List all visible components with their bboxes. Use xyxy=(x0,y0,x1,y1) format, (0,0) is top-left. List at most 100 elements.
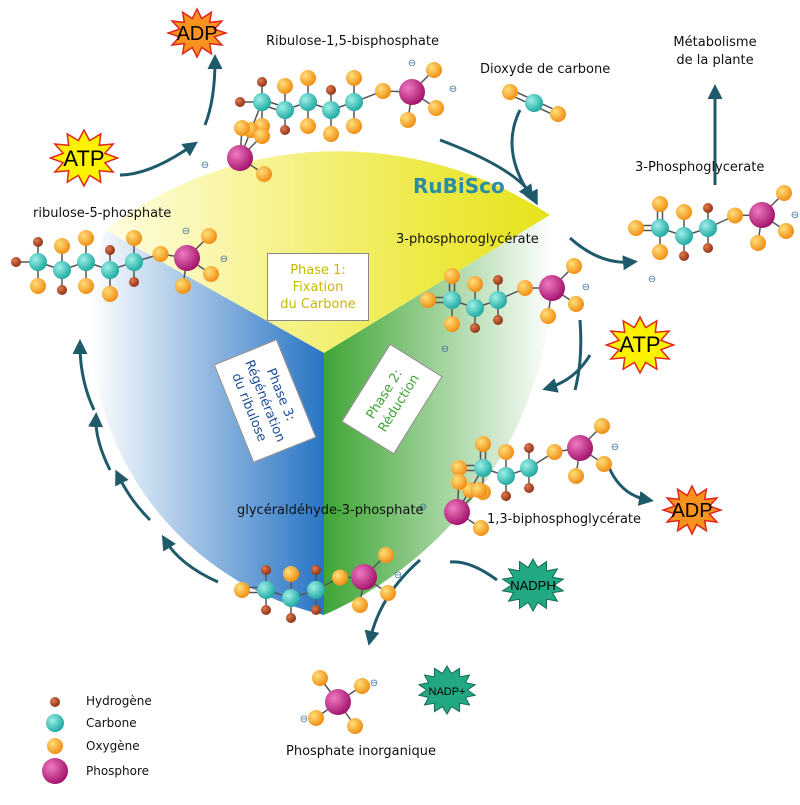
hydrogen-atom xyxy=(261,605,271,615)
oxygen-atom xyxy=(354,678,370,694)
oxygen-atom xyxy=(346,70,362,86)
negative-charge-icon: ⊖ xyxy=(300,714,308,725)
oxygen-atom xyxy=(254,128,270,144)
oxygen-atom xyxy=(300,118,316,134)
carbon-atom xyxy=(307,581,325,599)
negative-charge-icon: ⊖ xyxy=(201,160,209,171)
hydrogen-atom xyxy=(703,203,713,213)
carbon-atom xyxy=(525,94,543,112)
oxygen-atom xyxy=(78,230,94,246)
legend-oxygen-icon xyxy=(47,738,63,754)
phase1-sector xyxy=(105,151,550,353)
negative-charge-icon: ⊖ xyxy=(582,282,590,293)
oxygen-atom xyxy=(323,126,339,142)
carbon-atom xyxy=(497,467,515,485)
cycle-disk xyxy=(90,151,554,615)
carbon-atom xyxy=(443,291,461,309)
legend-hydrogen-label: Hydrogène xyxy=(86,694,152,708)
hydrogen-atom xyxy=(33,237,43,247)
phosphorus-atom xyxy=(567,435,593,461)
oxygen-atom xyxy=(566,258,582,274)
label-metabolism-line1: Métabolisme xyxy=(673,35,757,50)
phase1-box: Phase 1: Fixation du Carbone xyxy=(267,253,369,321)
oxygen-atom xyxy=(467,276,483,292)
burst-atp-right-icon xyxy=(604,315,676,375)
phosphorus-atom xyxy=(325,689,351,715)
legend-phosphorus-icon xyxy=(42,758,68,784)
oxygen-atom xyxy=(175,278,191,294)
phosphorus-atom xyxy=(749,202,775,228)
oxygen-atom xyxy=(502,84,518,100)
hydrogen-atom xyxy=(11,257,21,267)
molecule-3pg: ⊖⊖ xyxy=(420,258,590,355)
legend-atoms xyxy=(42,697,68,784)
oxygen-atom xyxy=(426,62,442,78)
carbon-atom xyxy=(257,581,275,599)
phosphorus-atom xyxy=(399,79,425,105)
negative-charge-icon: ⊖ xyxy=(648,274,656,285)
arrow-to-3pg-out xyxy=(568,236,638,271)
carbon-atom xyxy=(699,219,717,237)
carbon-atom xyxy=(101,261,119,279)
carbon-atom xyxy=(282,589,300,607)
negative-charge-icon: ⊖ xyxy=(370,678,378,689)
negative-charge-icon: ⊖ xyxy=(182,226,190,237)
oxygen-atom xyxy=(54,238,70,254)
oxygen-atom xyxy=(312,670,328,686)
arrow-co2 xyxy=(510,109,534,200)
oxygen-atom xyxy=(550,106,566,122)
label-pi: Phosphate inorganique xyxy=(286,744,436,759)
oxygen-atom xyxy=(234,120,250,136)
carbon-atom xyxy=(651,219,669,237)
phase1-line2: Fixation xyxy=(292,279,344,295)
arrow-atp-left xyxy=(119,141,198,177)
molecule-bpg: ⊖⊖ xyxy=(419,418,619,536)
negative-charge-icon: ⊖ xyxy=(441,344,449,355)
carbon-atom xyxy=(466,299,484,317)
molecule-g3p: ⊖ xyxy=(234,547,402,623)
oxygen-atom xyxy=(444,316,460,332)
hydrogen-atom xyxy=(257,77,267,87)
oxygen-atom xyxy=(652,196,668,212)
label-co2: Dioxyde de carbone xyxy=(480,62,611,77)
arrow-adp-top xyxy=(203,54,223,126)
arrow-regen-4 xyxy=(72,339,96,411)
arrow-nadph xyxy=(449,560,498,582)
molecules: ⊖⊖⊖⊖⊖⊖⊖⊖⊖⊖⊖⊖⊖⊖ xyxy=(11,58,799,734)
arrow-regen-2 xyxy=(115,469,152,522)
adp-right-text: ADP xyxy=(671,500,712,522)
oxygen-atom xyxy=(475,436,491,452)
hydrogen-atom xyxy=(57,285,67,295)
carbon-atom xyxy=(77,253,95,271)
molecule-3pg-out: ⊖⊖ xyxy=(628,185,799,285)
oxygen-atom xyxy=(628,220,644,236)
oxygen-atom xyxy=(346,118,362,134)
negative-charge-icon: ⊖ xyxy=(449,84,457,95)
phase1-line3: du Carbone xyxy=(280,296,356,312)
burst-adp-right-icon xyxy=(660,484,724,536)
oxygen-atom xyxy=(300,70,316,86)
hydrogen-atom xyxy=(326,85,336,95)
oxygen-atom xyxy=(102,286,118,302)
atp-right-text: ATP xyxy=(619,332,660,357)
arrow-adp-right xyxy=(606,464,654,506)
hydrogen-atom xyxy=(129,277,139,287)
oxygen-atom xyxy=(594,418,610,434)
hydrogen-atom xyxy=(679,251,689,261)
molecule-rubp: ⊖⊖⊖ xyxy=(201,58,457,182)
oxygen-atom xyxy=(152,246,169,262)
atp-left-text: ATP xyxy=(63,146,104,171)
hydrogen-atom xyxy=(311,605,321,615)
carbon-atom xyxy=(53,261,71,279)
arrow-regen-1 xyxy=(161,534,219,584)
phosphorus-atom xyxy=(444,499,470,525)
carbon-atom xyxy=(520,459,538,477)
oxygen-atom xyxy=(378,547,394,563)
oxygen-atom xyxy=(400,112,416,128)
oxygen-atom xyxy=(568,468,584,484)
arrow-atp-right xyxy=(542,354,592,393)
burst-atp-left-icon xyxy=(48,128,120,188)
nadph-badge: NADPH xyxy=(501,557,565,613)
oxygen-atom xyxy=(201,228,217,244)
